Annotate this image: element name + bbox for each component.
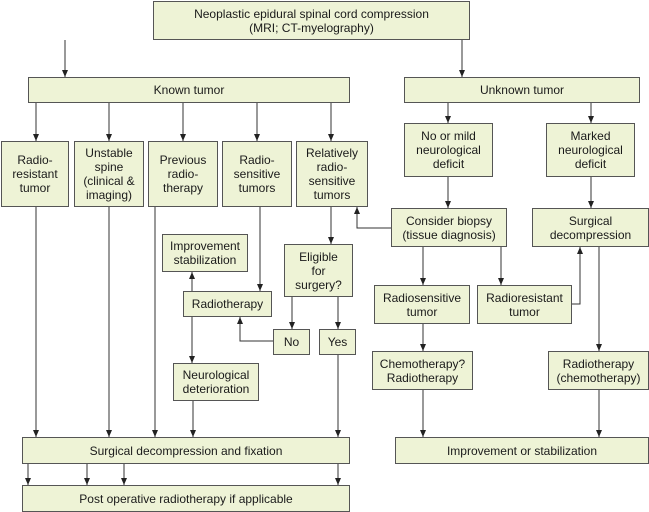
edge-surgdecomp-rtchemo-arrowhead <box>596 344 602 351</box>
edge-root-known-arrowhead <box>62 70 68 77</box>
edge-biopsy-relatively-arrowhead <box>354 207 360 214</box>
edge-no-radiotherapy <box>239 317 273 342</box>
edge-biopsy-rstumor-arrowhead <box>420 278 426 285</box>
node-surgical-decompression: Surgical decompression <box>532 208 649 247</box>
edge-marked-surgdecomp-arrowhead <box>588 201 594 208</box>
edge-known-previous-arrowhead <box>180 134 186 141</box>
edge-eligible-no-arrowhead <box>289 322 295 329</box>
edge-unknown-mild-arrowhead <box>445 116 451 123</box>
edge-eligible-yes-arrowhead <box>335 322 341 329</box>
edge-known-unstable-arrowhead <box>106 134 112 141</box>
edge-biopsy-rrtumor-arrowhead <box>498 278 504 285</box>
node-radiotherapy: Radiotherapy <box>183 291 272 317</box>
edge-radiosensitive-radiotherapy-arrowhead <box>257 284 263 291</box>
node-improvement-or-stabilization: Improvement or stabilization <box>395 437 649 464</box>
node-unknown-tumor: Unknown tumor <box>404 77 640 103</box>
node-post-operative-radiotherapy: Post operative radiotherapy if applicabl… <box>22 485 350 512</box>
node-known-tumor: Known tumor <box>28 77 350 103</box>
edge-radioresistant-surgfix-arrowhead <box>33 430 39 437</box>
edge-surgfix-postop-4-arrowhead <box>335 478 341 485</box>
edge-known-radioresistant-arrowhead <box>33 134 39 141</box>
node-radioresistant-tumor-unknown: Radioresistant tumor <box>477 285 572 324</box>
node-no: No <box>273 329 310 355</box>
edge-mild-biopsy-arrowhead <box>445 201 451 208</box>
node-chemotherapy-radiotherapy: Chemotherapy? Radiotherapy <box>372 351 473 390</box>
edge-previous-surgfix-arrowhead <box>152 430 158 437</box>
node-eligible-for-surgery: Eligible for surgery? <box>284 244 353 297</box>
node-surgical-decompression-fixation: Surgical decompression and fixation <box>22 437 350 464</box>
edge-rrtumor-surgdecomp-arrowhead <box>577 247 583 254</box>
edge-chemort-improve-arrowhead <box>420 430 426 437</box>
edge-known-radiosensitive-arrowhead <box>254 134 260 141</box>
edge-surgfix-postop-3-arrowhead <box>121 478 127 485</box>
edge-unstable-surgfix-arrowhead <box>106 430 112 437</box>
node-previous-radiotherapy: Previous radio- therapy <box>148 141 218 207</box>
node-radiotherapy-chemotherapy: Radiotherapy (chemotherapy) <box>548 351 649 390</box>
node-consider-biopsy: Consider biopsy (tissue diagnosis) <box>391 208 507 247</box>
edge-surgfix-postop-2-arrowhead <box>84 478 90 485</box>
node-root: Neoplastic epidural spinal cord compress… <box>153 1 470 40</box>
edge-no-radiotherapy-arrowhead <box>237 317 243 324</box>
node-radiosensitive-tumors: Radio- sensitive tumors <box>222 141 292 207</box>
node-radioresistant-tumor: Radio- resistant tumor <box>1 141 69 207</box>
node-marked-deficit: Marked neurological deficit <box>546 123 635 177</box>
edge-rstumor-chemort-arrowhead <box>420 344 426 351</box>
edge-radiotherapy-neurodet-arrowhead <box>189 356 195 363</box>
edge-relatively-eligible-arrowhead <box>328 237 334 244</box>
edge-unknown-marked-arrowhead <box>588 116 594 123</box>
edge-rrtumor-surgdecomp <box>572 247 581 305</box>
edge-neurodet-surgfix-arrowhead <box>190 430 196 437</box>
edge-biopsy-relatively <box>356 207 391 229</box>
node-radiosensitive-tumor: Radiosensitive tumor <box>374 285 470 324</box>
node-unstable-spine: Unstable spine (clinical & imaging) <box>74 141 144 207</box>
node-yes: Yes <box>319 329 356 355</box>
node-mild-deficit: No or mild neurological deficit <box>404 123 493 177</box>
edge-radiotherapy-improvement-arrowhead <box>189 272 195 279</box>
edge-surgfix-postop-1-arrowhead <box>25 478 31 485</box>
edge-rtchemo-improve-arrowhead <box>596 430 602 437</box>
node-improvement-stabilization: Improvement stabilization <box>162 234 248 272</box>
node-neurological-deterioration: Neurological deterioration <box>173 363 259 401</box>
node-relatively-radiosensitive: Relatively radio- sensitive tumors <box>296 141 368 207</box>
edge-root-unknown-arrowhead <box>459 70 465 77</box>
edge-yes-surgfix-arrowhead <box>335 430 341 437</box>
edge-known-relatively-arrowhead <box>328 134 334 141</box>
